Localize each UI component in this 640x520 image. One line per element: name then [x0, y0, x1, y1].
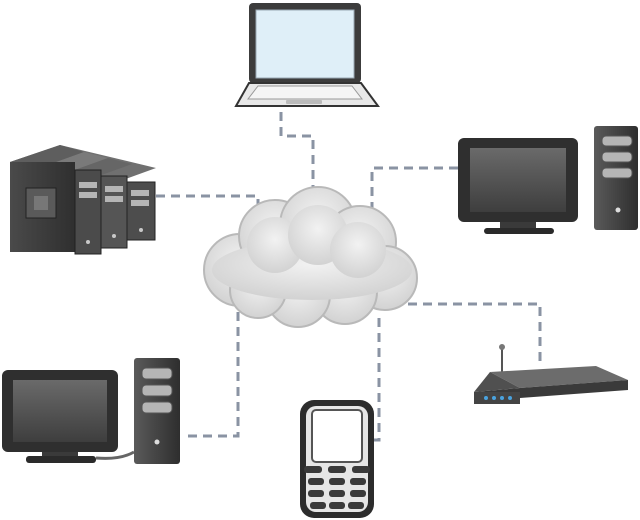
router-icon — [474, 344, 628, 404]
desktop-computer-icon — [458, 126, 638, 234]
server-rack-icon — [10, 145, 156, 255]
connector-desktop-right-cloud — [370, 166, 458, 210]
cloud-icon — [203, 186, 418, 328]
mobile-phone-icon — [300, 400, 374, 518]
connector-desktop-left-cloud — [182, 312, 240, 438]
connector-laptop-cloud — [279, 112, 315, 198]
connector-router-cloud — [408, 302, 542, 365]
desktop-computer-icon — [2, 358, 180, 464]
connector-phone-cloud — [374, 318, 381, 442]
connector-server-cloud — [156, 194, 260, 212]
laptop-icon — [234, 3, 380, 107]
